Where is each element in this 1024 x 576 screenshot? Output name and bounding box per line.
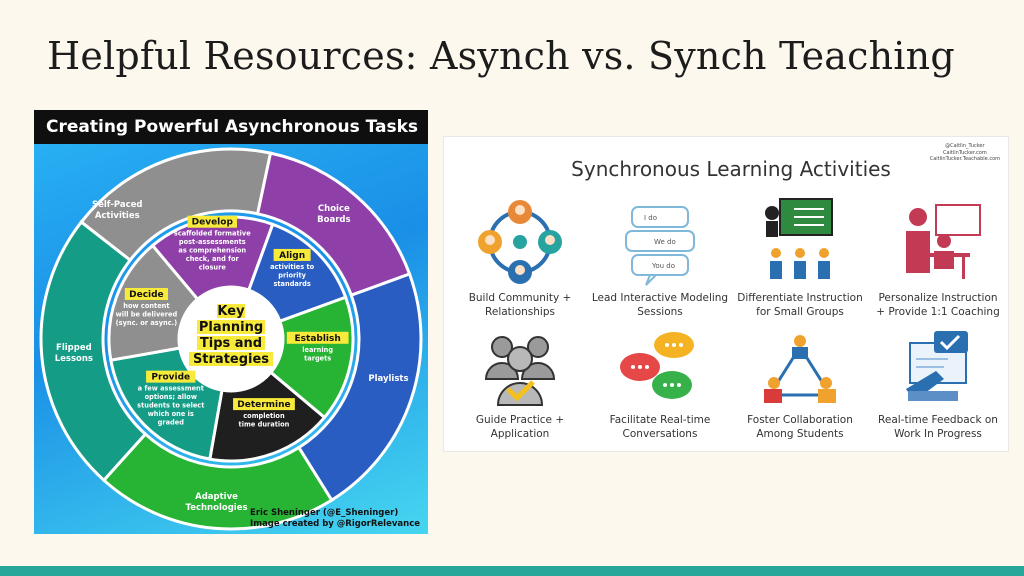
step-description: completion: [243, 412, 285, 420]
handle-line-1: @Caitlin_Tucker: [945, 143, 985, 149]
outer-segment-label: Boards: [317, 215, 350, 225]
chat-bubbles-icon: [620, 332, 694, 399]
classroom-board-icon: [765, 198, 833, 279]
group-check-icon: [484, 336, 556, 406]
sync-item-label: Relationships: [485, 306, 555, 318]
step-description: students to select: [137, 402, 204, 410]
sync-item-label: Work In Progress: [894, 428, 982, 440]
sync-item-label: Application: [490, 428, 550, 440]
step-title-highlight: [146, 370, 196, 383]
step-title: Provide: [151, 373, 190, 383]
outer-segment-label: Playlists: [368, 374, 408, 384]
sync-title: Synchronous Learning Activities: [571, 157, 891, 181]
bubble-text: You do: [651, 262, 675, 270]
step-description: (sync. or async.): [116, 319, 178, 327]
feedback-icon: [906, 331, 968, 401]
center-title: Tips and: [200, 336, 262, 351]
step-description: learning: [302, 346, 333, 354]
center-highlight: [189, 352, 273, 366]
sync-item-label: Real-time Feedback on: [878, 414, 998, 426]
center-highlight: [197, 336, 265, 350]
sync-item-label: Foster Collaboration: [747, 414, 853, 426]
sync-item-community: Build Community + Relationships: [450, 197, 590, 319]
sync-item-label: Differentiate Instruction: [737, 292, 863, 304]
step-description: scaffolded formative: [174, 230, 251, 238]
center-title: Planning: [199, 320, 263, 335]
step-title-highlight: [233, 398, 295, 411]
community-circle-icon: [478, 200, 562, 284]
sync-item-label: Sessions: [637, 306, 683, 318]
speech-bubbles-icon: I do We do You do: [625, 206, 695, 286]
outer-segment-label: Flipped: [56, 343, 92, 353]
outer-segment-label: Adaptive: [195, 492, 238, 502]
step-description: check, and for: [186, 255, 240, 263]
center-title: Key: [217, 304, 245, 319]
step-description: standards: [273, 280, 310, 288]
outer-segment: [39, 219, 148, 483]
step-description: a few assessment: [138, 385, 204, 393]
sync-item-coaching: Personalize Instruction + Provide 1:1 Co…: [868, 197, 1008, 319]
sync-item-collaboration: Foster Collaboration Among Students: [730, 329, 870, 441]
handle-line-3: CaitlinTucker.Teachable.com: [929, 156, 1000, 162]
async-infographic: Creating Powerful Asynchronous Tasks Key…: [34, 110, 428, 534]
slide-title: Helpful Resources: Asynch vs. Synch Teac…: [47, 34, 955, 78]
step-description: activities to: [270, 263, 315, 271]
sync-item-label: Facilitate Real-time: [609, 414, 711, 426]
sync-item-feedback: Real-time Feedback on Work In Progress: [868, 329, 1008, 441]
outer-segment-label: Technologies: [186, 503, 248, 513]
sync-item-label: Conversations: [622, 428, 698, 440]
sync-item-guide-practice: Guide Practice + Application: [450, 329, 590, 441]
bubble-text: I do: [644, 214, 657, 222]
sync-item-modeling: I do We do You do Lead Interactive Model…: [590, 197, 730, 319]
sync-infographic: @Caitlin_Tucker CaitlinTucker.com Caitli…: [443, 136, 1009, 452]
author-handle: @Caitlin_Tucker CaitlinTucker.com Caitli…: [930, 143, 1000, 163]
credit-line-1: Eric Sheninger (@E_Sheninger): [250, 508, 399, 518]
step-description: targets: [304, 354, 331, 362]
step-description: as comprehension: [178, 247, 246, 255]
outer-segment-label: Lessons: [55, 354, 93, 364]
step-description: graded: [158, 419, 185, 427]
step-title-highlight: [124, 287, 169, 300]
bubble-text: We do: [654, 238, 676, 246]
center-highlight: [217, 304, 245, 318]
outer-segment-label: Self-Paced: [92, 200, 143, 210]
step-description: which one is: [148, 410, 194, 418]
coaching-icon: [906, 204, 981, 279]
step-title-highlight: [187, 215, 237, 228]
image-credit: Eric Sheninger (@E_Sheninger) Image crea…: [250, 508, 420, 530]
step-description: options; allow: [145, 393, 197, 401]
step-description: will be delivered: [116, 310, 178, 318]
step-description: post-assessments: [179, 238, 246, 246]
step-description: closure: [199, 264, 227, 272]
step-title: Decide: [129, 290, 164, 300]
step-title: Determine: [237, 400, 290, 410]
step-title: Establish: [295, 334, 341, 344]
outer-segment-label: Activities: [95, 211, 140, 221]
sync-item-conversations: Facilitate Real-time Conversations: [590, 329, 730, 441]
handle-line-2: CaitlinTucker.com: [942, 149, 987, 156]
credit-line-2: Image created by @RigorRelevance: [250, 519, 420, 529]
step-description: how content: [123, 302, 169, 310]
network-icon: [764, 335, 836, 403]
sync-item-label: Personalize Instruction: [878, 292, 998, 304]
step-description: time duration: [239, 421, 290, 429]
center-highlight: [197, 320, 265, 334]
sync-item-label: Lead Interactive Modeling: [591, 292, 729, 304]
sync-item-label: + Provide 1:1 Coaching: [876, 306, 1000, 318]
outer-segment-label: Choice: [318, 204, 350, 214]
step-title: Align: [279, 251, 305, 261]
step-title-highlight: [286, 331, 349, 344]
bottom-accent-bar: [0, 566, 1024, 576]
sync-item-label: Among Students: [756, 428, 844, 440]
sync-item-label: Build Community +: [468, 292, 572, 304]
sync-item-label: Guide Practice +: [475, 414, 565, 426]
sync-item-label: for Small Groups: [756, 306, 844, 318]
step-title-highlight: [273, 248, 311, 261]
async-header: Creating Powerful Asynchronous Tasks: [34, 110, 428, 144]
step-title: Develop: [192, 218, 234, 228]
step-description: priority: [278, 271, 306, 279]
center-title: Strategies: [193, 352, 269, 367]
sync-item-small-groups: Differentiate Instruction for Small Grou…: [730, 197, 870, 319]
